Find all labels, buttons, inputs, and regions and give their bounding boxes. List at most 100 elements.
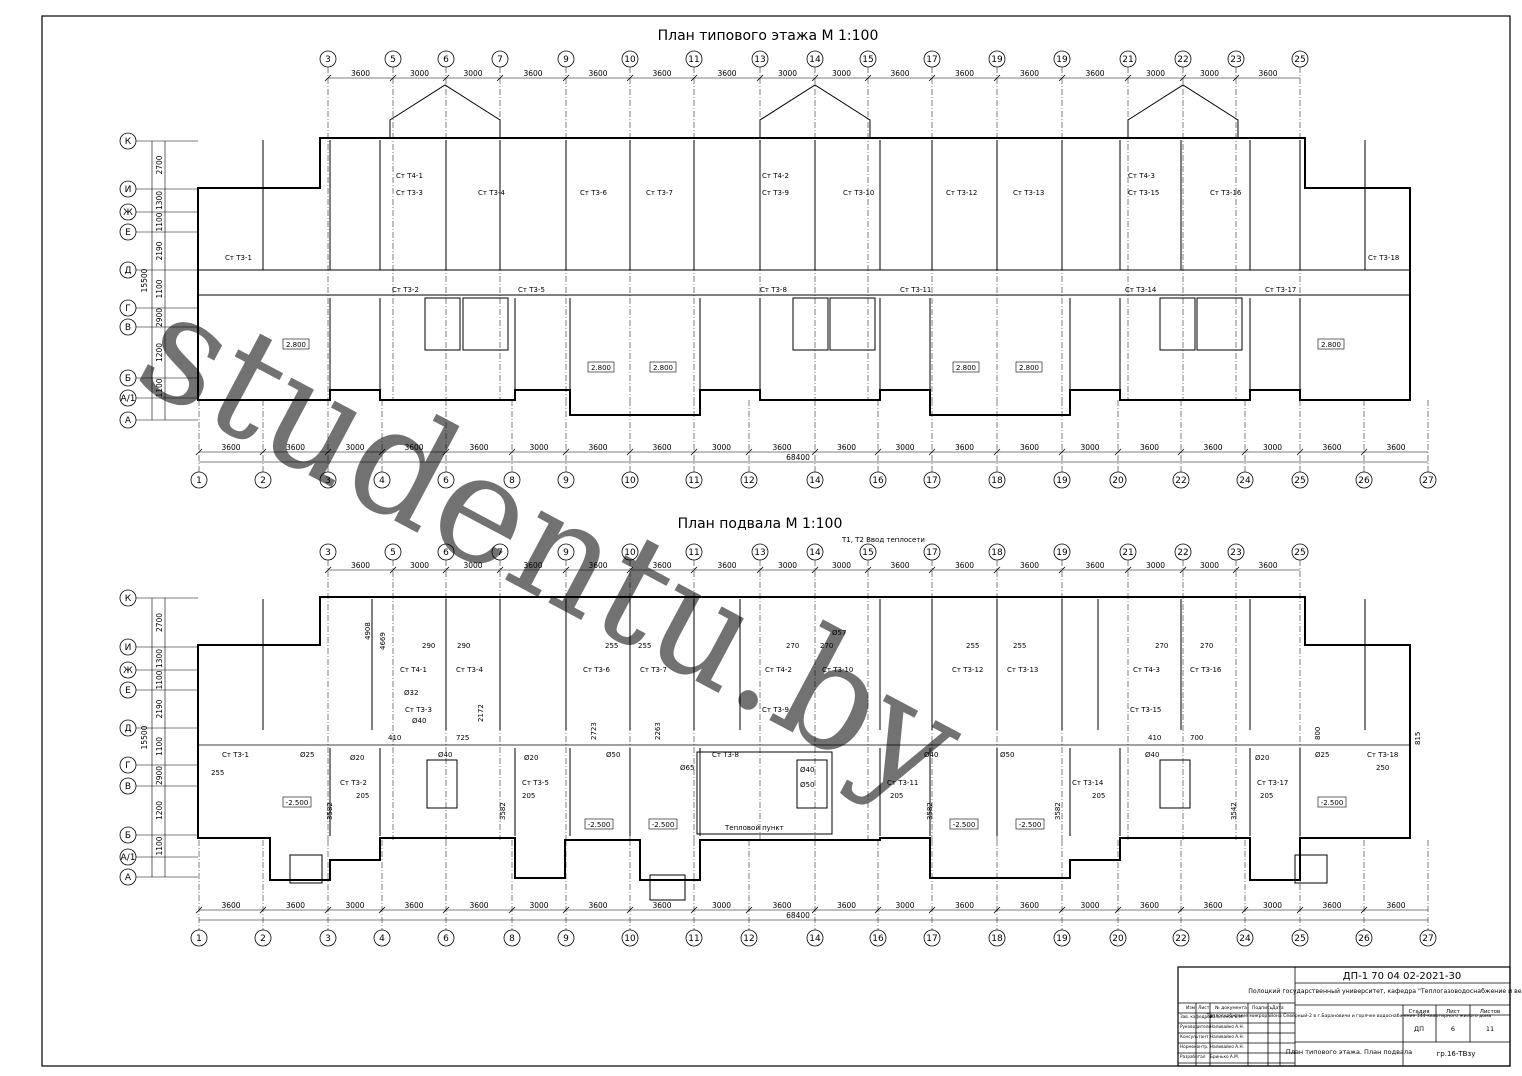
svg-text:Вальтонов В.М.: Вальтонов В.М.	[1210, 1014, 1244, 1019]
basement-bottom-tick-16	[1177, 906, 1185, 914]
basement-top-tick-2	[442, 566, 450, 574]
svg-text:Лист: Лист	[1446, 1009, 1461, 1015]
svg-text:Консультант: Консультант	[1180, 1034, 1209, 1039]
basement-bottom-span-13: 3600	[1020, 901, 1039, 910]
basement-left-dim-3: 2190	[155, 699, 164, 718]
svg-text:-2.500: -2.500	[652, 821, 675, 829]
basement-top-span-11: 3600	[1020, 561, 1039, 570]
floor-top-axis-8-label: 14	[809, 55, 821, 65]
svg-text:410: 410	[388, 734, 401, 742]
svg-text:Руководитель: Руководитель	[1180, 1024, 1211, 1029]
floor-bottom-axis-7-label: 10	[624, 476, 636, 486]
basement-top-span-3: 3600	[523, 561, 542, 570]
svg-text:Ст Т3-10: Ст Т3-10	[822, 666, 853, 674]
floor-top-tick-13	[1124, 74, 1132, 82]
floor-bottom-tick-15	[1114, 448, 1122, 456]
floor-top-tick-5	[626, 74, 634, 82]
svg-text:205: 205	[356, 792, 369, 800]
floor-bottom-axis-13-label: 18	[991, 476, 1003, 486]
basement-top-axis-11-label: 18	[991, 548, 1003, 558]
floor-left-dim-0: 2700	[155, 155, 164, 174]
basement-bottom-tick-8	[690, 906, 698, 914]
basement-top-span-15: 3600	[1258, 561, 1277, 570]
basement-top-axis-1-label: 5	[390, 548, 396, 558]
basement-bottom-axis-12-label: 17	[926, 934, 937, 944]
basement-top-axis-7-label: 13	[754, 548, 765, 558]
basement-bottom-span-4: 3600	[469, 901, 488, 910]
svg-text:205: 205	[1092, 792, 1105, 800]
floor-top-span-4: 3600	[588, 69, 607, 78]
sheet-frame	[41, 15, 1511, 1067]
floor-top-tick-7	[756, 74, 764, 82]
svg-text:Ø40: Ø40	[412, 717, 426, 725]
svg-text:3582: 3582	[1054, 802, 1062, 820]
floor-bottom-tick-19	[1360, 448, 1368, 456]
svg-text:Ст Т3-10: Ст Т3-10	[843, 189, 874, 197]
svg-text:Наливайко А.Н.: Наливайко А.Н.	[1210, 1034, 1244, 1039]
basement-bottom-span-7: 3600	[652, 901, 671, 910]
basement-bottom-span-17: 3000	[1263, 901, 1282, 910]
basement-bottom-span-19: 3600	[1386, 901, 1405, 910]
floor-top-tick-4	[562, 74, 570, 82]
floor-top-axis-4-label: 9	[563, 55, 569, 65]
svg-text:725: 725	[456, 734, 469, 742]
svg-text:2.800: 2.800	[591, 364, 611, 372]
basement-top-tick-8	[811, 566, 819, 574]
svg-text:-2.500: -2.500	[953, 821, 976, 829]
floor-top-span-1: 3000	[410, 69, 429, 78]
floor-bottom-axis-18-label: 25	[1294, 476, 1305, 486]
floor-top-axis-7-label: 13	[754, 55, 765, 65]
floor-top-axis-6-label: 11	[688, 55, 699, 65]
title-typical-floor: План типового этажа М 1:100	[658, 28, 879, 44]
basement-top-span-14: 3000	[1200, 561, 1219, 570]
svg-text:255: 255	[638, 642, 651, 650]
floor-top-span-7: 3000	[778, 69, 797, 78]
floor-top-axis-3-label: 7	[497, 55, 503, 65]
basement-bottom-span-1: 3600	[286, 901, 305, 910]
basement-bottom-tick-2	[324, 906, 332, 914]
basement-bottom-axis-20-label: 27	[1422, 934, 1433, 944]
basement-left-dim-6: 1200	[155, 801, 164, 820]
svg-text:205: 205	[522, 792, 535, 800]
floor-top-tick-1	[389, 74, 397, 82]
basement-bottom-tick-10	[811, 906, 819, 914]
floor-bottom-tick-14	[1058, 448, 1066, 456]
floor-bottom-axis-3-label: 4	[379, 476, 385, 486]
floor-top-span-9: 3600	[890, 69, 909, 78]
basement-top-tick-12	[1058, 566, 1066, 574]
basement-top-span-10: 3600	[955, 561, 974, 570]
basement-top-span-13: 3000	[1146, 561, 1165, 570]
floor-top-tick-15	[1232, 74, 1240, 82]
basement-bottom-span-5: 3000	[529, 901, 548, 910]
svg-text:Наливайко А.Н.: Наливайко А.Н.	[1210, 1044, 1244, 1049]
svg-text:2.800: 2.800	[1321, 341, 1341, 349]
floor-bottom-tick-18	[1296, 448, 1304, 456]
svg-text:Ст Т3-4: Ст Т3-4	[456, 666, 483, 674]
floor-top-span-8: 3000	[832, 69, 851, 78]
basement-top-tick-11	[993, 566, 1001, 574]
svg-text:255: 255	[211, 769, 224, 777]
svg-text:Ст Т3-17: Ст Т3-17	[1265, 286, 1296, 294]
watermark: studentu.by	[113, 258, 990, 835]
basement-bottom-span-14: 3000	[1080, 901, 1099, 910]
basement-bottom-axis-9-label: 12	[743, 934, 754, 944]
floor-top-axis-12-label: 19	[1056, 55, 1068, 65]
basement-top-axis-4-label: 9	[563, 548, 569, 558]
basement-bottom-axis-10-label: 14	[809, 934, 821, 944]
floor-top-tick-3	[496, 74, 504, 82]
floor-left-axis-9-label: А	[125, 416, 132, 426]
svg-text:Ø20: Ø20	[524, 754, 538, 762]
basement-left-axis-0-label: К	[125, 594, 132, 604]
floor-bottom-span-7: 3600	[652, 443, 671, 452]
svg-text:Зав. кафедрой: Зав. кафедрой	[1180, 1014, 1213, 1019]
svg-text:3542: 3542	[1230, 802, 1238, 820]
floor-left-axis-4-label: Д	[124, 266, 131, 276]
floor-bottom-span-18: 3600	[1322, 443, 1341, 452]
basement-left-dim-5: 2900	[155, 766, 164, 785]
basement-top-axis-10-label: 17	[926, 548, 937, 558]
svg-text:Тепловой пункт: Тепловой пункт	[724, 824, 784, 832]
floor-top-axis-11-label: 19	[991, 55, 1003, 65]
floor-bottom-axis-11-label: 16	[872, 476, 884, 486]
floor-top-span-6: 3600	[717, 69, 736, 78]
